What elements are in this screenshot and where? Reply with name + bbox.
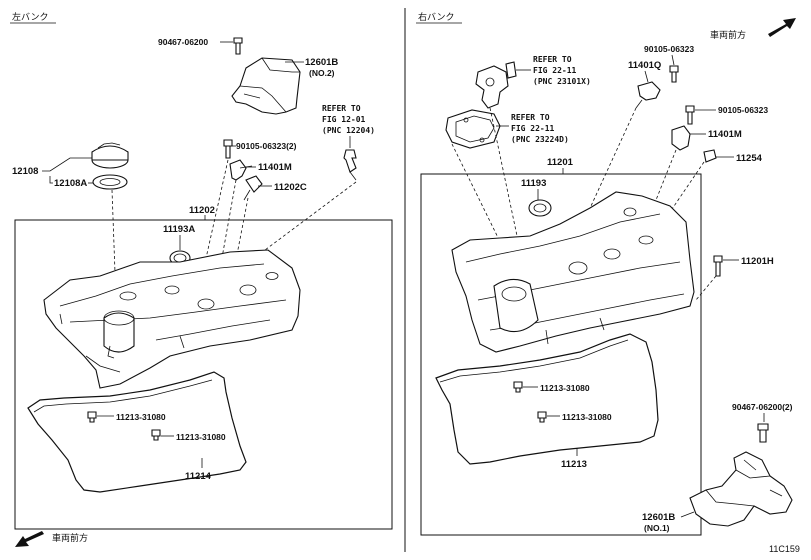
right-bank-header: 右バンク (418, 11, 454, 23)
label-right-ref-c-2: FIG 22-11 (511, 124, 555, 133)
label-left-11202: 11202 (189, 205, 215, 216)
label-right-11213: 11213 (561, 459, 587, 470)
vehicle-front-label-bottom: 車両前方 (52, 532, 88, 544)
right-bolt-90105-a (669, 65, 679, 83)
label-right-ref-c-1: REFER TO (511, 113, 550, 122)
left-head-cover-11202 (43, 249, 301, 389)
label-left-90467-06200: 90467-06200 (158, 37, 208, 47)
label-left-12108: 12108 (12, 166, 38, 177)
left-bolt-11213-b (151, 429, 161, 441)
right-sensor-11401q (635, 81, 661, 109)
label-right-11213-b: 11213-31080 (562, 412, 612, 422)
label-left-90105-06323: 90105-06323(2) (236, 141, 297, 151)
right-bolt-90105-b (685, 105, 695, 125)
label-right-ref-c-3: (PNC 23224D) (511, 135, 569, 144)
right-bolt-11213-a (513, 381, 523, 393)
left-sensor-11401m (229, 159, 253, 181)
label-left-11213-b: 11213-31080 (176, 432, 226, 442)
right-bolt-11213-b (537, 411, 547, 423)
label-left-12601b-note: (NO.2) (309, 68, 335, 78)
left-bolt-90467 (233, 37, 243, 55)
label-right-11401m: 11401M (708, 129, 742, 140)
label-right-ref-b-3: (PNC 23101X) (533, 77, 591, 86)
right-head-cover-frame (420, 173, 702, 536)
left-bank-header: 左バンク (12, 11, 48, 23)
label-left-11401m: 11401M (258, 162, 292, 173)
label-left-ref-line3: (PNC 12204) (322, 126, 375, 135)
label-left-ref-line2: FIG 12-01 (322, 115, 366, 124)
left-head-cover-frame (14, 219, 393, 530)
vehicle-front-label-top: 車両前方 (710, 29, 746, 41)
left-gasket-12108a (92, 174, 128, 190)
right-bolt-11201h (713, 255, 723, 277)
label-left-11214: 11214 (185, 471, 212, 482)
label-right-11401q: 11401Q (628, 60, 661, 71)
label-right-90105-06323-a: 90105-06323 (644, 44, 694, 54)
left-pcv-valve (343, 149, 357, 181)
label-left-12108a: 12108A (54, 178, 87, 189)
label-left-11213-a: 11213-31080 (116, 412, 166, 422)
label-right-11201: 11201 (547, 157, 574, 168)
right-bolt-90467 (757, 423, 769, 443)
right-plate-23224d (445, 109, 501, 149)
label-left-12601b: 12601B (305, 57, 338, 68)
left-oil-cap-12108 (91, 142, 129, 169)
figure-code: 11C159 (769, 544, 800, 554)
left-bolt-90105 (223, 139, 233, 159)
right-sensor-11401m (671, 125, 691, 151)
left-cap-11202c (243, 175, 263, 201)
label-right-ref-b-1: REFER TO (533, 55, 572, 64)
right-fuel-part-23101x (475, 61, 517, 109)
arrow-up-right-icon (768, 18, 796, 37)
label-left-11193a: 11193A (163, 224, 195, 235)
label-right-ref-b-2: FIG 22-11 (533, 66, 577, 75)
label-left-ref-line1: REFER TO (322, 104, 361, 113)
right-clip-11254 (703, 149, 717, 163)
left-insulator-12601b (231, 57, 301, 115)
label-right-12601b: 12601B (642, 512, 675, 523)
label-right-90467-06200: 90467-06200(2) (732, 402, 793, 412)
label-right-90105-06323-b: 90105-06323 (718, 105, 768, 115)
left-bolt-11213-a (87, 411, 97, 423)
label-left-11202c: 11202C (274, 182, 307, 193)
right-head-cover-11201 (451, 191, 695, 353)
label-right-11201h: 11201H (741, 256, 774, 267)
arrow-left-icon (15, 531, 44, 547)
label-right-12601b-note: (NO.1) (644, 523, 670, 533)
right-seal-11193 (528, 199, 552, 217)
right-gasket-11213 (435, 333, 659, 465)
label-right-11254: 11254 (736, 153, 763, 164)
label-right-11193: 11193 (521, 178, 546, 189)
left-gasket-11214 (27, 371, 247, 493)
right-insulator-12601b (689, 451, 793, 527)
label-right-11213-a: 11213-31080 (540, 383, 590, 393)
